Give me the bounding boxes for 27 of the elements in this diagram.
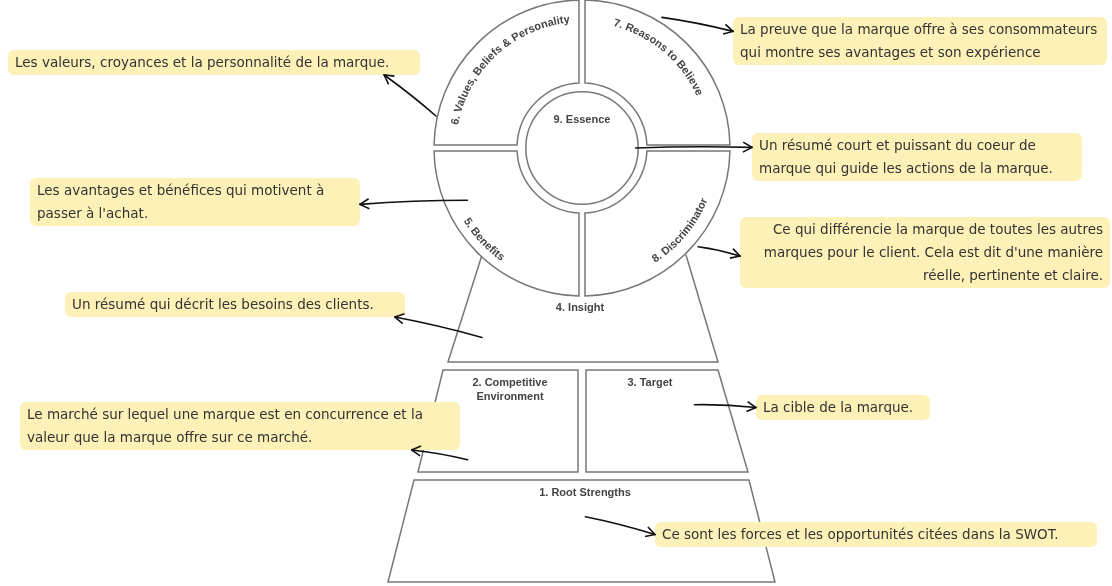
segment-label: 9. Essence [552, 112, 612, 126]
wheel-segment [434, 151, 579, 296]
note-callout: Un résumé court et puissant du coeur de marque qui guide les actions de la marque. [752, 133, 1082, 181]
wheel-segment [585, 151, 730, 296]
arrow [661, 16, 734, 35]
note-callout: Ce sont les forces et les opportunités citées dans la SWOT. [655, 522, 1097, 547]
pyramid-block [586, 370, 748, 472]
note-callout: Le marché sur lequel une marque est en concurrence et la valeur que la marque offre sur ce marché. [20, 402, 460, 450]
segment-label: 4. Insight [554, 300, 606, 314]
note-callout: La preuve que la marque offre à ses consommateurs qui montre ses avantages et son expérience [733, 17, 1107, 65]
arrow [634, 141, 753, 153]
segment-label: 3. Target [626, 375, 674, 389]
note-callout: Les avantages et bénéfices qui motivent à passer à l'achat. [30, 178, 360, 226]
essence-circle [525, 91, 639, 205]
note-callout: La cible de la marque. [756, 395, 930, 420]
arrow [359, 197, 469, 210]
arrow [693, 400, 757, 413]
arrow [697, 245, 741, 259]
segment-label: 2. Competitive Environment [471, 375, 549, 403]
arrow [410, 445, 469, 461]
arrow [584, 515, 656, 538]
note-callout: Ce qui différencie la marque de toutes les autres marques pour le client. Cela est dit d'une manière réelle, pertinente et claire. [740, 217, 1110, 288]
segment-label: 1. Root Strengths [538, 485, 632, 499]
arrow [394, 313, 483, 339]
note-callout: Un résumé qui décrit les besoins des clients. [65, 292, 405, 317]
arrow [383, 74, 437, 117]
note-callout: Les valeurs, croyances et la personnalité de la marque. [8, 50, 420, 75]
